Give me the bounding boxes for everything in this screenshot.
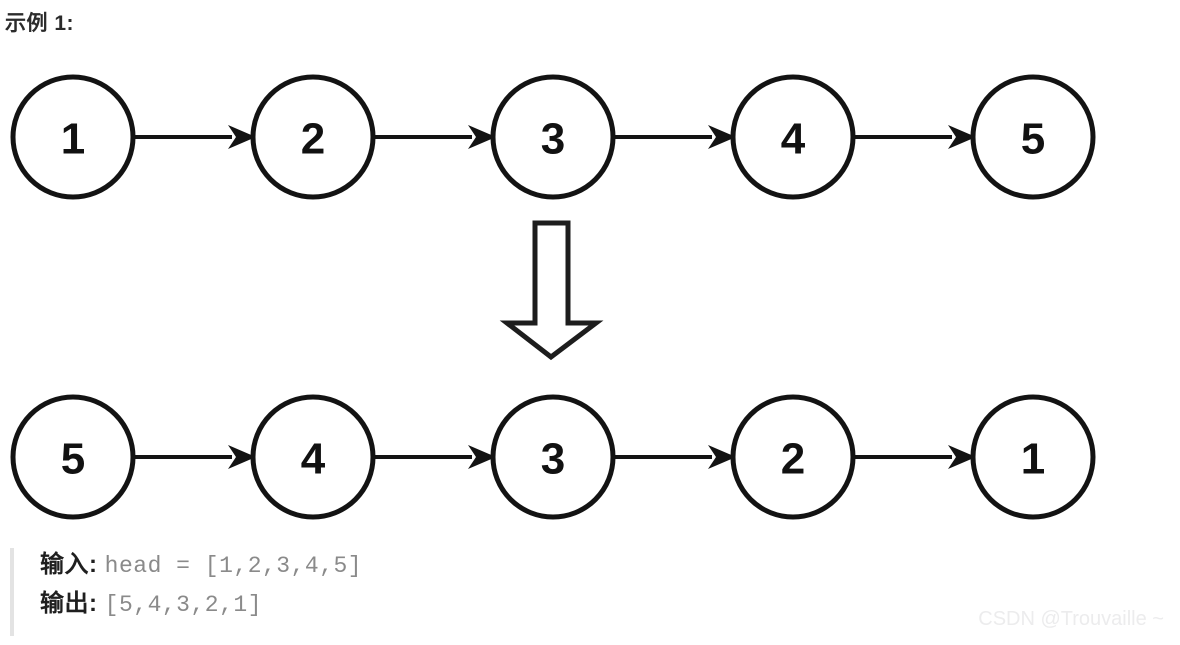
reversed-list-arrow-4: [854, 445, 976, 469]
list-node-label: 2: [301, 115, 325, 164]
original-list-arrow-2: [374, 125, 496, 149]
list-node: 4: [730, 74, 856, 200]
list-node: 2: [250, 74, 376, 200]
list-node-label: 2: [781, 435, 805, 484]
list-node: 3: [490, 394, 616, 520]
list-node: 1: [970, 394, 1096, 520]
list-node: 5: [10, 394, 136, 520]
reversed-list-arrow-2: [374, 445, 496, 469]
list-node-label: 5: [1021, 115, 1045, 164]
output-value: [5,4,3,2,1]: [104, 592, 262, 618]
list-node-label: 1: [61, 115, 85, 164]
list-node: 2: [730, 394, 856, 520]
input-label: 输入:: [40, 551, 105, 578]
page-title: 示例 1:: [5, 12, 75, 35]
transform-down-arrow-icon: [499, 220, 604, 361]
input-line: 输入: head = [1,2,3,4,5]: [40, 546, 640, 585]
reversed-list-arrow-1: [134, 445, 256, 469]
input-value: head = [1,2,3,4,5]: [104, 553, 363, 579]
list-node-label: 5: [61, 435, 85, 484]
list-node: 5: [970, 74, 1096, 200]
list-node-label: 3: [541, 115, 565, 164]
original-list-arrow-1: [134, 125, 256, 149]
io-left-rule: [10, 548, 14, 636]
output-label: 输出:: [40, 590, 105, 617]
reversed-list-arrow-3: [614, 445, 736, 469]
watermark: CSDN @Trouvaille ~: [978, 608, 1164, 630]
output-line: 输出: [5,4,3,2,1]: [40, 585, 640, 624]
list-node-label: 4: [781, 115, 806, 164]
reversed-list-row: 5 4 3 2 1: [10, 394, 1096, 520]
linked-list-diagram: 1 2 3 4 5: [10, 74, 1096, 520]
io-block: 输入: head = [1,2,3,4,5] 输出: [5,4,3,2,1]: [0, 546, 640, 624]
list-node-label: 1: [1021, 435, 1045, 484]
original-list-arrow-4: [854, 125, 976, 149]
original-list-row: 1 2 3 4 5: [10, 74, 1096, 200]
list-node-label: 3: [541, 435, 565, 484]
original-list-arrow-3: [614, 125, 736, 149]
list-node: 3: [490, 74, 616, 200]
list-node: 4: [250, 394, 376, 520]
list-node: 1: [10, 74, 136, 200]
list-node-label: 4: [301, 435, 326, 484]
